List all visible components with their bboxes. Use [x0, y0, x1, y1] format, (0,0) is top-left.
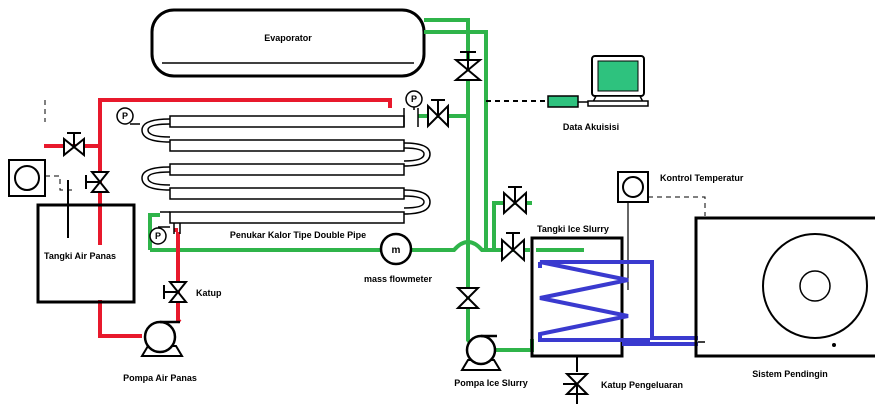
- katup-label: Katup: [196, 288, 222, 298]
- ice-slurry-piping: [148, 18, 584, 352]
- valve-bypass-upper: [503, 186, 527, 216]
- ice-slurry-pump: Pompa Ice Slurry: [454, 334, 528, 388]
- monitor-screen: [597, 60, 639, 92]
- pressure-gauge-hx-bottom: P: [149, 226, 170, 245]
- mass-flowmeter-label: mass flowmeter: [364, 274, 433, 284]
- valve-katup: Katup: [163, 281, 222, 303]
- valve-hx-outlet: [427, 99, 449, 129]
- valve-hot-tank-outlet: [85, 171, 111, 193]
- svg-text:P: P: [411, 94, 417, 104]
- evaporator-unit: Evaporator: [150, 8, 426, 78]
- hot-tank-temperature-controller: [8, 100, 72, 197]
- refrigerant-lines: [622, 260, 698, 346]
- svg-text:P: P: [155, 231, 161, 241]
- data-akuisisi-label: Data Akuisisi: [563, 122, 619, 132]
- evaporator-label: Evaporator: [264, 33, 312, 43]
- valve-evaporator-line: [453, 51, 483, 81]
- heat-exchanger-label: Penukar Kalor Tipe Double Pipe: [230, 230, 366, 240]
- svg-text:P: P: [122, 111, 128, 121]
- hot-water-tank-label: Tangki Air Panas: [44, 251, 116, 261]
- kontrol-temperatur-label: Kontrol Temperatur: [660, 173, 744, 183]
- cooling-system-unit: Sistem Pendingin: [694, 216, 875, 379]
- double-pipe-heat-exchanger: Penukar Kalor Tipe Double Pipe: [141, 108, 431, 240]
- hot-water-tank: Tangki Air Panas: [36, 180, 136, 304]
- cooling-system-label: Sistem Pendingin: [752, 369, 828, 379]
- ice-slurry-tank: Tangki Ice Slurry: [530, 200, 650, 358]
- pressure-gauge-hx-outlet-top: P: [405, 90, 423, 110]
- svg-text:m: m: [392, 245, 401, 256]
- ice-slurry-pump-label: Pompa Ice Slurry: [454, 378, 528, 388]
- mass-flowmeter: m mass flowmeter: [364, 232, 433, 284]
- data-acquisition-system: Data Akuisisi: [486, 55, 649, 132]
- valve-katup-pengeluaran: Katup Pengeluaran: [563, 357, 683, 404]
- katup-pengeluaran-label: Katup Pengeluaran: [601, 380, 683, 390]
- hot-water-pump: Pompa Air Panas: [123, 320, 197, 383]
- valve-ice-pump-line: [455, 287, 481, 309]
- hot-water-pump-label: Pompa Air Panas: [123, 373, 197, 383]
- valve-hot-inlet: [63, 132, 85, 158]
- ice-slurry-tank-label: Tangki Ice Slurry: [537, 224, 609, 234]
- valve-tank-inlet: [501, 232, 525, 263]
- pressure-gauge-hx-inlet: P: [116, 107, 140, 125]
- ice-tank-temperature-controller: Kontrol Temperatur: [617, 171, 744, 216]
